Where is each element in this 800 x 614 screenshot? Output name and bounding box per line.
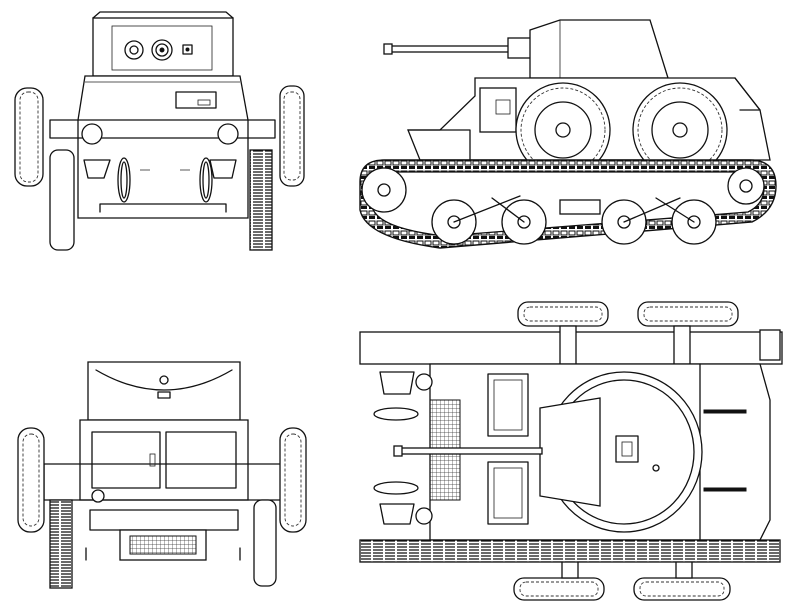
turret-front [92,11,234,77]
turret-rear [87,361,241,421]
top-front-suspension [373,371,433,525]
track-rear-left [49,499,73,589]
hull-front [49,75,276,219]
top-turret [539,371,703,533]
track-front-right [249,149,273,251]
top-view [359,301,783,601]
hull-rear [43,419,283,561]
side-view [359,19,777,249]
wheel-front-left [14,87,75,251]
turret-side [529,19,669,79]
top-track [359,539,781,563]
top-gun [393,445,543,457]
wheel-rear-right [253,427,307,587]
main-gun [383,37,535,59]
front-view [14,11,305,251]
wheel-front-right [279,85,305,187]
rear-view [17,361,307,589]
front-suspension [81,123,239,213]
bogie-wheels [361,167,765,245]
wheel-rear-left [17,427,45,533]
